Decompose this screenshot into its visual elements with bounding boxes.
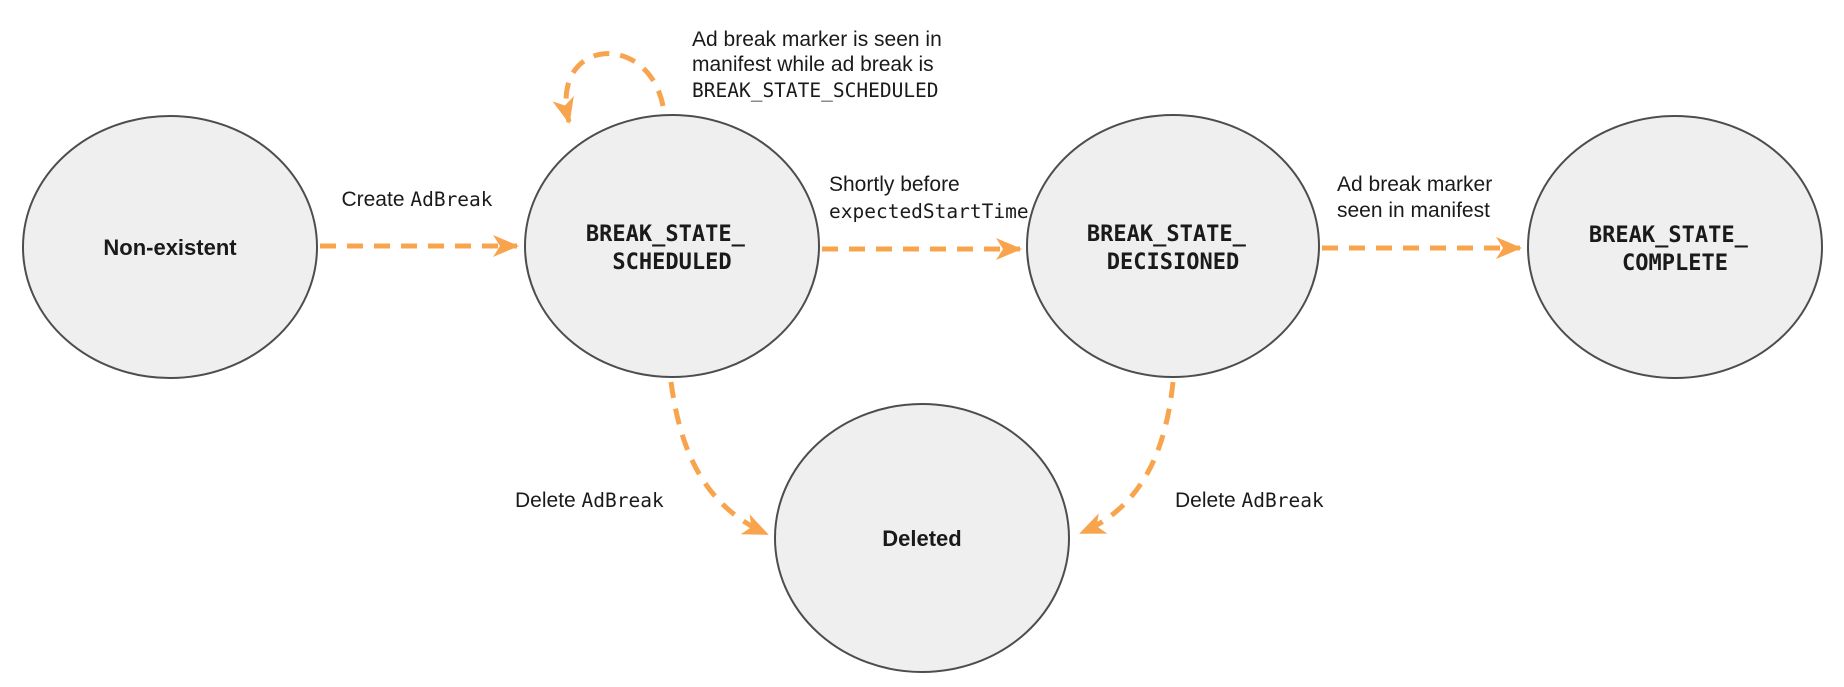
state-node-break-state-complete: BREAK_STATE_ COMPLETE bbox=[1527, 115, 1823, 379]
edge-self-loop-scheduled bbox=[552, 51, 666, 124]
edge-label-text: Ad break marker bbox=[1337, 173, 1492, 196]
edge-label-marker-seen: Ad break marker seen in manifest bbox=[1337, 173, 1498, 222]
state-label-break-state-decisioned: BREAK_STATE_ DECISIONED bbox=[1087, 222, 1259, 275]
edge-label-create-adbreak: Create AdBreak bbox=[341, 188, 492, 211]
edge-label-code: AdBreak bbox=[1242, 489, 1324, 512]
state-node-deleted: Deleted bbox=[774, 403, 1070, 673]
edge-label-code: BREAK_STATE_SCHEDULED bbox=[692, 79, 939, 102]
state-label-line: DECISIONED bbox=[1107, 250, 1239, 275]
edge-delete-adbreak-from-scheduled bbox=[668, 381, 769, 537]
edge-label-text: Shortly before bbox=[829, 173, 960, 196]
state-circle-break-state-decisioned bbox=[1026, 114, 1320, 378]
state-label-deleted: Deleted bbox=[882, 526, 961, 551]
edge-label-shortly-before: Shortly before expectedStartTime bbox=[829, 173, 1029, 223]
state-node-non-existent: Non-existent bbox=[22, 115, 318, 379]
state-label-line: BREAK_STATE_ bbox=[586, 222, 746, 247]
state-circle-deleted bbox=[774, 403, 1070, 673]
state-label-line: COMPLETE bbox=[1622, 251, 1728, 276]
state-label-line: BREAK_STATE_ bbox=[1589, 223, 1749, 248]
state-node-break-state-scheduled: BREAK_STATE_ SCHEDULED bbox=[524, 114, 820, 378]
state-node-break-state-decisioned: BREAK_STATE_ DECISIONED bbox=[1026, 114, 1320, 378]
edge-label-code: AdBreak bbox=[582, 489, 664, 512]
edge-label-code: expectedStartTime bbox=[829, 200, 1029, 223]
state-label-non-existent: Non-existent bbox=[103, 235, 237, 260]
state-label-break-state-scheduled: BREAK_STATE_ SCHEDULED bbox=[586, 222, 758, 275]
edge-label-text: manifest while ad break is bbox=[692, 53, 934, 76]
edge-label-text: Delete bbox=[515, 489, 582, 512]
state-label-line: BREAK_STATE_ bbox=[1087, 222, 1247, 247]
edge-delete-adbreak-from-decisioned bbox=[1079, 381, 1176, 536]
edge-label-text: Ad break marker is seen in bbox=[692, 28, 942, 51]
state-label-break-state-complete: BREAK_STATE_ COMPLETE bbox=[1589, 223, 1761, 276]
state-label-line: SCHEDULED bbox=[612, 250, 731, 275]
state-circle-non-existent bbox=[22, 115, 318, 379]
edge-label-delete-adbreak-right: Delete AdBreak bbox=[1175, 489, 1324, 512]
edge-label-code: AdBreak bbox=[410, 188, 492, 211]
state-circle-break-state-scheduled bbox=[524, 114, 820, 378]
edge-label-delete-adbreak-left: Delete AdBreak bbox=[515, 489, 664, 512]
edge-label-text: Create bbox=[341, 188, 410, 211]
edge-label-text: Delete bbox=[1175, 489, 1242, 512]
edge-label-text: seen in manifest bbox=[1337, 199, 1490, 222]
state-circle-break-state-complete bbox=[1527, 115, 1823, 379]
edge-label-self-loop-scheduled: Ad break marker is seen in manifest whil… bbox=[692, 28, 948, 102]
